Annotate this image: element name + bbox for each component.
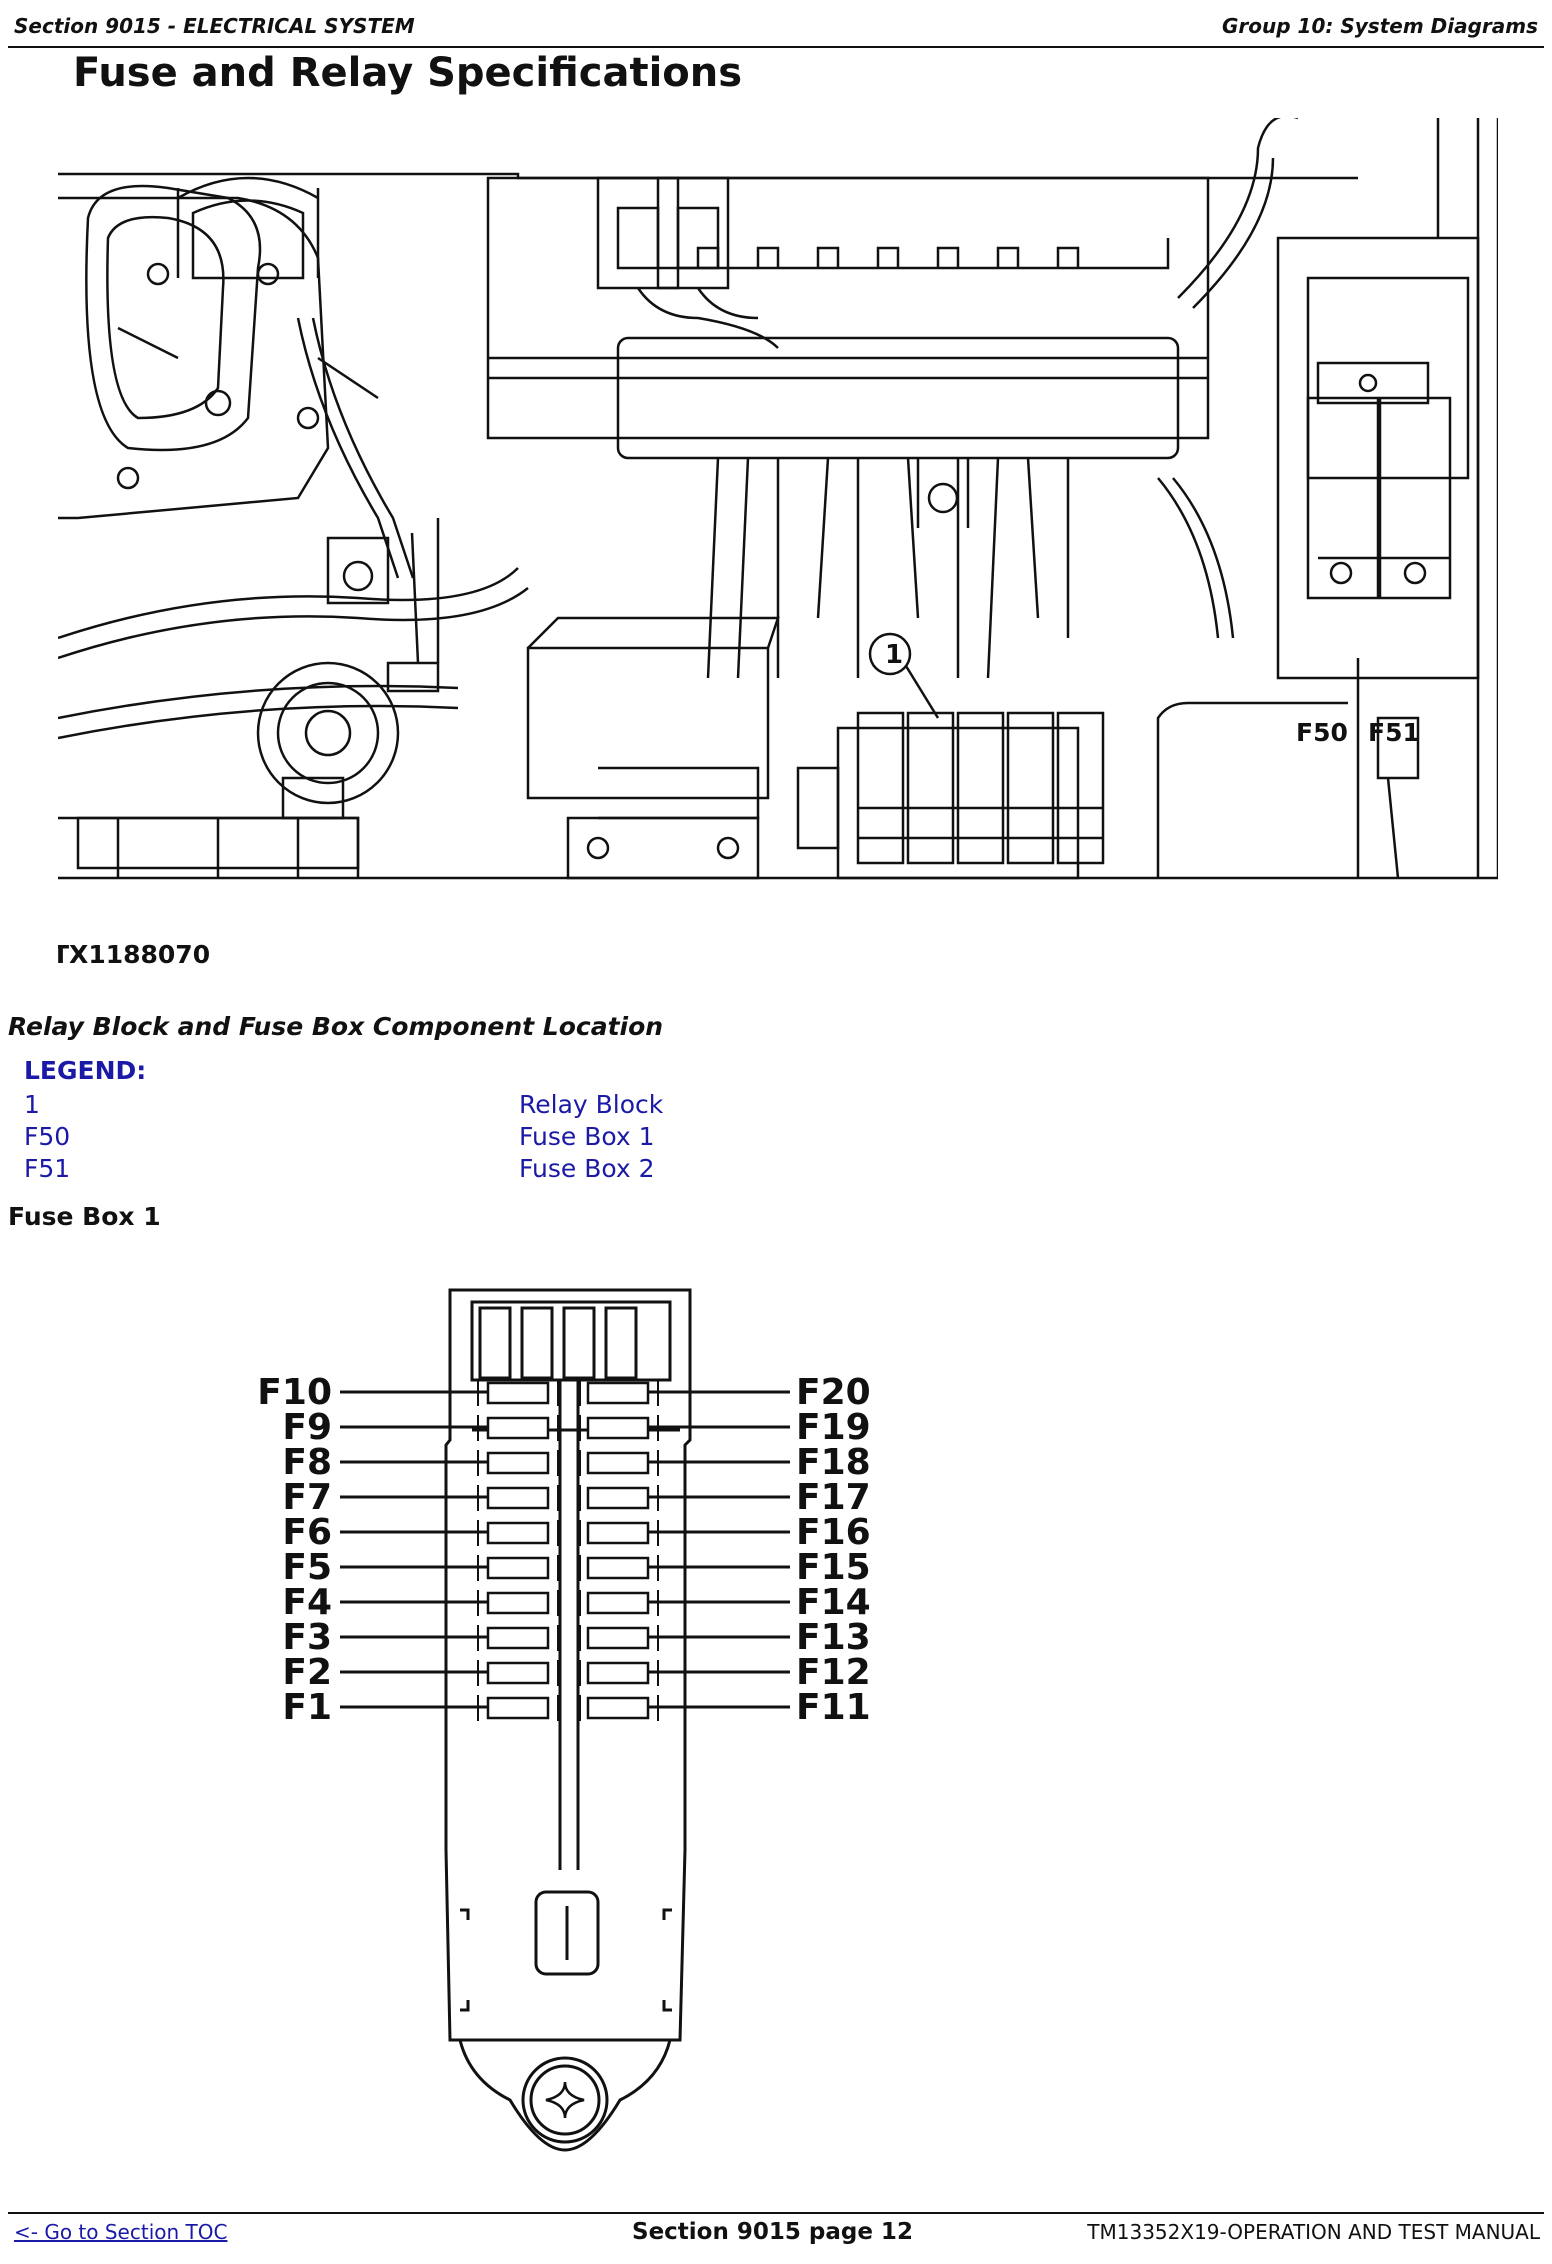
fuse-slot bbox=[586, 1451, 650, 1475]
page-number: Section 9015 page 12 bbox=[632, 2219, 913, 2245]
footer-divider bbox=[8, 2212, 1544, 2214]
manual-name: TM13352X19-OPERATION AND TEST MANUAL bbox=[1087, 2220, 1540, 2244]
fuse-slot bbox=[486, 1626, 550, 1650]
fuse-slot bbox=[486, 1521, 550, 1545]
fuse-slot bbox=[586, 1521, 650, 1545]
legend-key: F50 bbox=[24, 1122, 71, 1151]
fuse-slot bbox=[586, 1626, 650, 1650]
fuse-slot bbox=[586, 1381, 650, 1405]
fuse-label-left: F2 bbox=[282, 1652, 332, 1693]
fuse-slot bbox=[486, 1381, 550, 1405]
header-section: Section 9015 - ELECTRICAL SYSTEM bbox=[14, 14, 415, 38]
fuse-label-left: F1 bbox=[282, 1687, 332, 1728]
label-f51: F51 bbox=[1368, 718, 1420, 747]
legend-title: LEGEND: bbox=[24, 1056, 147, 1085]
legend-key: 1 bbox=[24, 1090, 40, 1119]
fuse-slot bbox=[586, 1556, 650, 1580]
component-location-figure: 1 F50 F51 TX1188070 bbox=[58, 118, 1498, 969]
fuse-slot bbox=[486, 1416, 550, 1440]
go-to-section-toc-link[interactable]: <- Go to Section TOC bbox=[14, 2220, 228, 2244]
fuse-label-right: F12 bbox=[796, 1652, 871, 1693]
legend-value: Fuse Box 2 bbox=[519, 1154, 655, 1183]
fuse-label-right: F15 bbox=[796, 1547, 871, 1588]
header-group: Group 10: System Diagrams bbox=[1222, 14, 1538, 38]
fuse-slot bbox=[586, 1661, 650, 1685]
fuse-label-right: F20 bbox=[796, 1372, 871, 1413]
fuse-slot bbox=[586, 1591, 650, 1615]
fuse-label-right: F18 bbox=[796, 1442, 871, 1483]
header-divider bbox=[8, 46, 1544, 48]
fuse-slot bbox=[486, 1556, 550, 1580]
fuse-label-right: F17 bbox=[796, 1477, 871, 1518]
fuse-slot bbox=[586, 1696, 650, 1720]
fuse-slot bbox=[486, 1661, 550, 1685]
callout-1: 1 bbox=[885, 640, 903, 670]
figure-id: TX1188070 bbox=[58, 940, 210, 969]
legend-value: Fuse Box 1 bbox=[519, 1122, 655, 1151]
fuse-label-right: F13 bbox=[796, 1617, 871, 1658]
fuse-label-right: F16 bbox=[796, 1512, 871, 1553]
fuse-label-left: F6 bbox=[282, 1512, 332, 1553]
fuse-label-left: F9 bbox=[282, 1407, 332, 1448]
fuse-slot bbox=[586, 1416, 650, 1440]
page-title: Fuse and Relay Specifications bbox=[73, 50, 743, 96]
fuse-label-left: F5 bbox=[282, 1547, 332, 1588]
fuse-label-right: F11 bbox=[796, 1687, 871, 1728]
fuse-slot bbox=[586, 1486, 650, 1510]
legend-value: Relay Block bbox=[519, 1090, 664, 1119]
fuse-label-right: F14 bbox=[796, 1582, 871, 1623]
fuse-label-right: F19 bbox=[796, 1407, 871, 1448]
fuse-label-left: F8 bbox=[282, 1442, 332, 1483]
legend-key: F51 bbox=[24, 1154, 71, 1183]
figure-caption: Relay Block and Fuse Box Component Locat… bbox=[8, 1012, 664, 1041]
fuse-slot bbox=[486, 1696, 550, 1720]
fuse-label-left: F7 bbox=[282, 1477, 332, 1518]
fuse-slot bbox=[486, 1451, 550, 1475]
fuse-slot bbox=[486, 1486, 550, 1510]
fuse-label-left: F4 bbox=[282, 1582, 332, 1623]
label-f50: F50 bbox=[1296, 718, 1348, 747]
fuse-label-left: F3 bbox=[282, 1617, 332, 1658]
fuse-slot bbox=[486, 1591, 550, 1615]
fuse-box-heading: Fuse Box 1 bbox=[8, 1202, 161, 1231]
fuse-label-left: F10 bbox=[257, 1372, 332, 1413]
